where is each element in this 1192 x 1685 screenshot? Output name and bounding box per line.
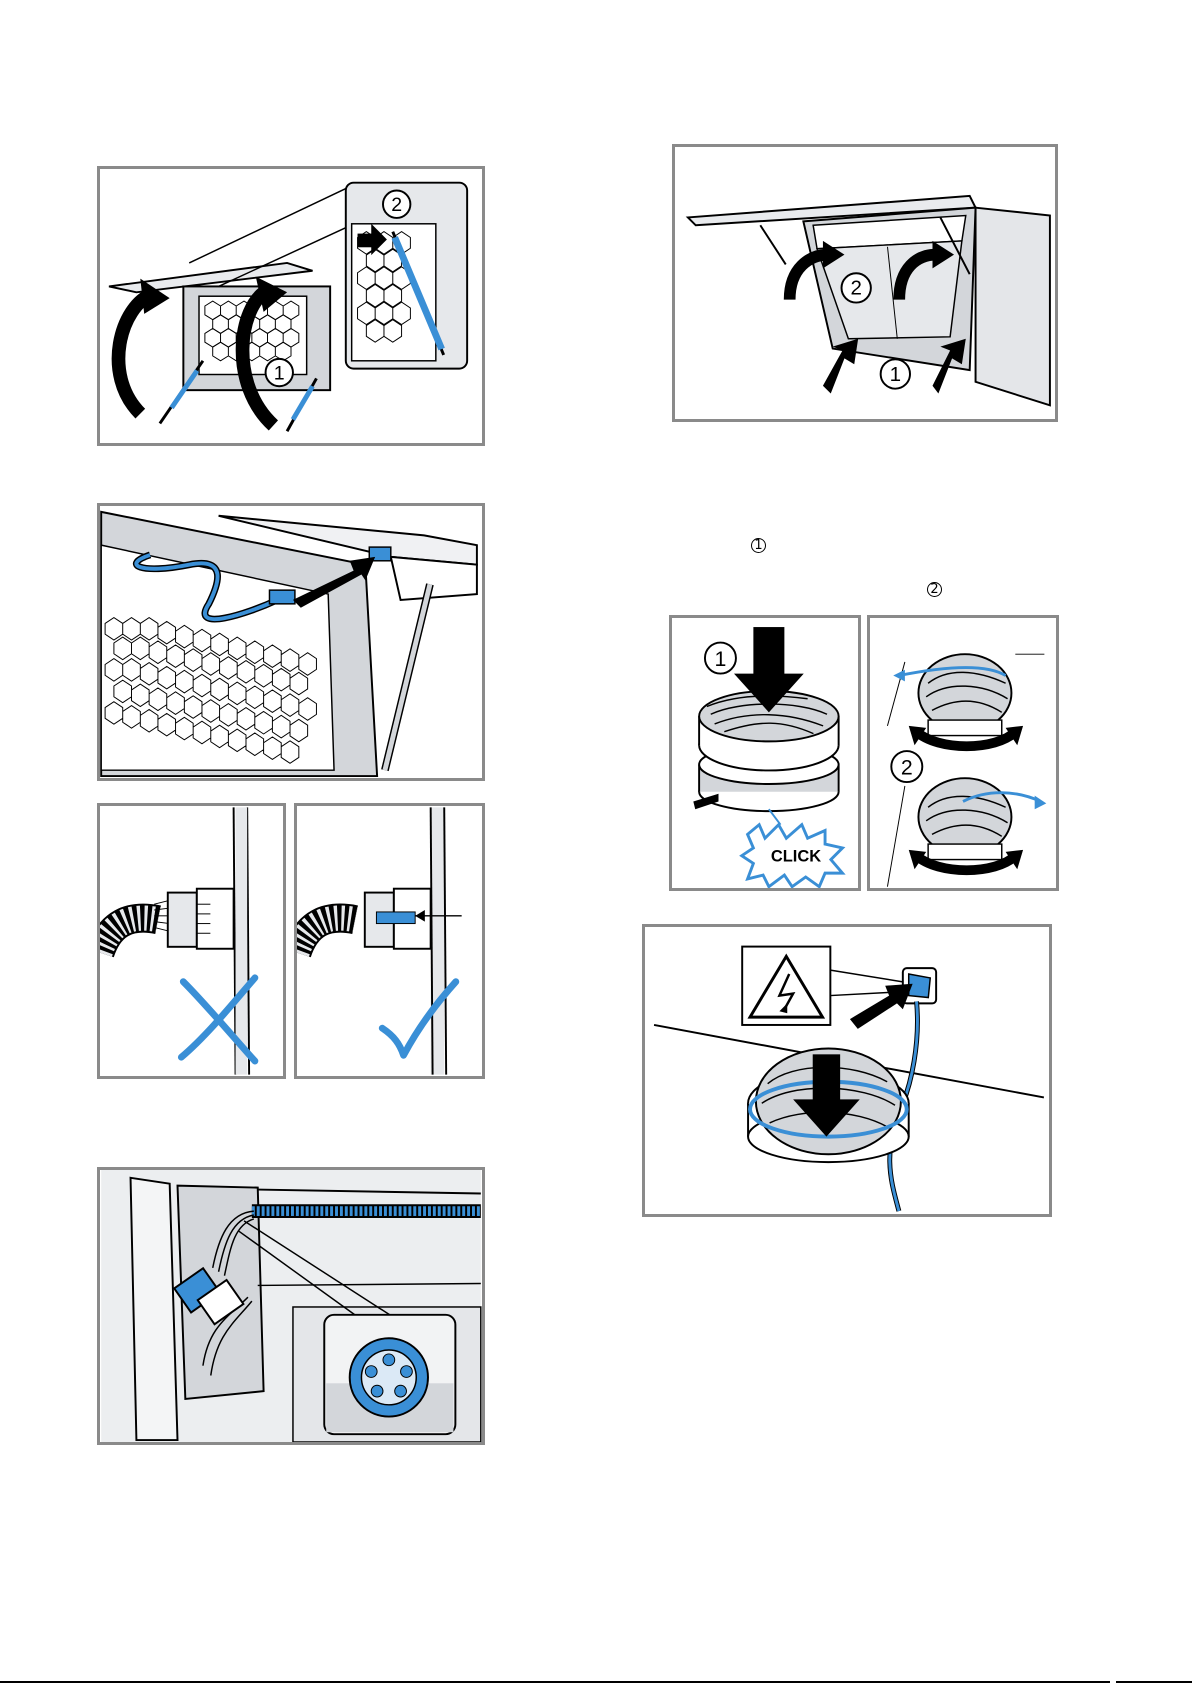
figure-plug-in-mains [642,924,1052,1217]
figure-connector-correct [294,803,485,1079]
footer-rule [0,1681,1110,1683]
footer-rule-right [1116,1681,1192,1683]
connector-correct-illustration [297,806,482,1076]
callout-2: 2 [901,755,913,779]
inline-step-1-marker: 1 [751,538,766,553]
inline-step-2-marker: 2 [927,582,942,597]
callout-2: 2 [850,277,861,300]
callout-2: 2 [391,194,402,216]
callout-1: 1 [890,363,901,386]
connector-wrong-illustration [100,806,283,1076]
filter-frame-illustration: 2 1 [675,147,1055,419]
connect-cable-illustration [100,506,482,778]
figure-rotate-ring: 2 [867,615,1059,891]
click-label: CLICK [771,848,821,866]
plug-in-mains-illustration [645,927,1049,1214]
figure-connector-wrong [97,803,286,1079]
cable-routing-illustration [100,1170,482,1442]
figure-fit-filter-frame: 2 1 [672,144,1058,422]
figure-connect-cable [97,503,485,781]
rotate-ring-illustration: 2 [870,618,1056,888]
callout-1: 1 [715,647,727,671]
open-panel-illustration: 2 1 [100,169,482,443]
callout-1: 1 [274,362,285,384]
figure-open-panel: 2 1 [97,166,485,446]
figure-cable-routing [97,1167,485,1445]
click-ring-illustration: CLICK 1 [672,618,858,888]
figure-click-ring: CLICK 1 [669,615,861,891]
